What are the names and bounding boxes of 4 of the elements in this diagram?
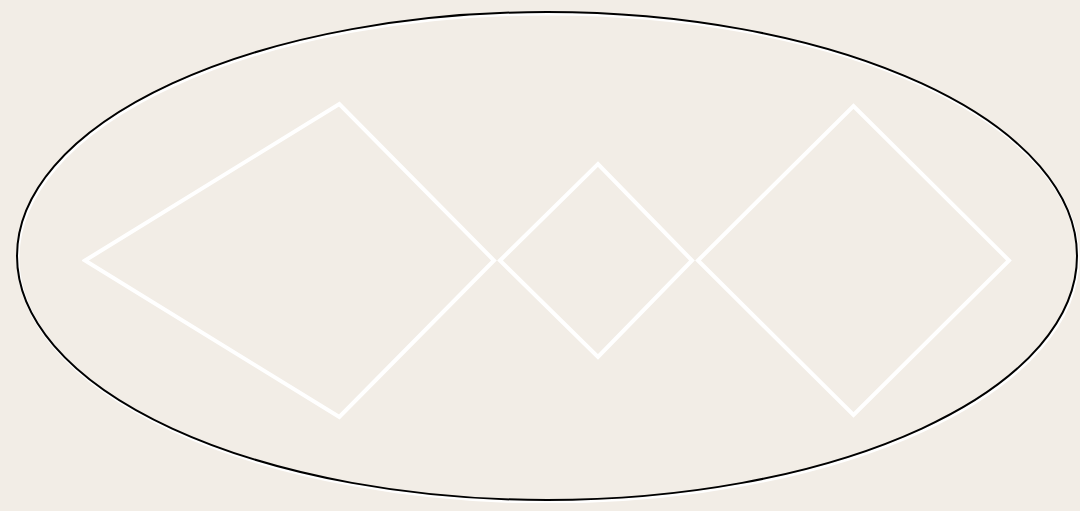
diamond-outline bbox=[82, 101, 497, 420]
diamond-outline bbox=[497, 161, 695, 360]
ellipse-outline bbox=[14, 9, 1080, 503]
diamond-outline bbox=[695, 103, 1012, 418]
